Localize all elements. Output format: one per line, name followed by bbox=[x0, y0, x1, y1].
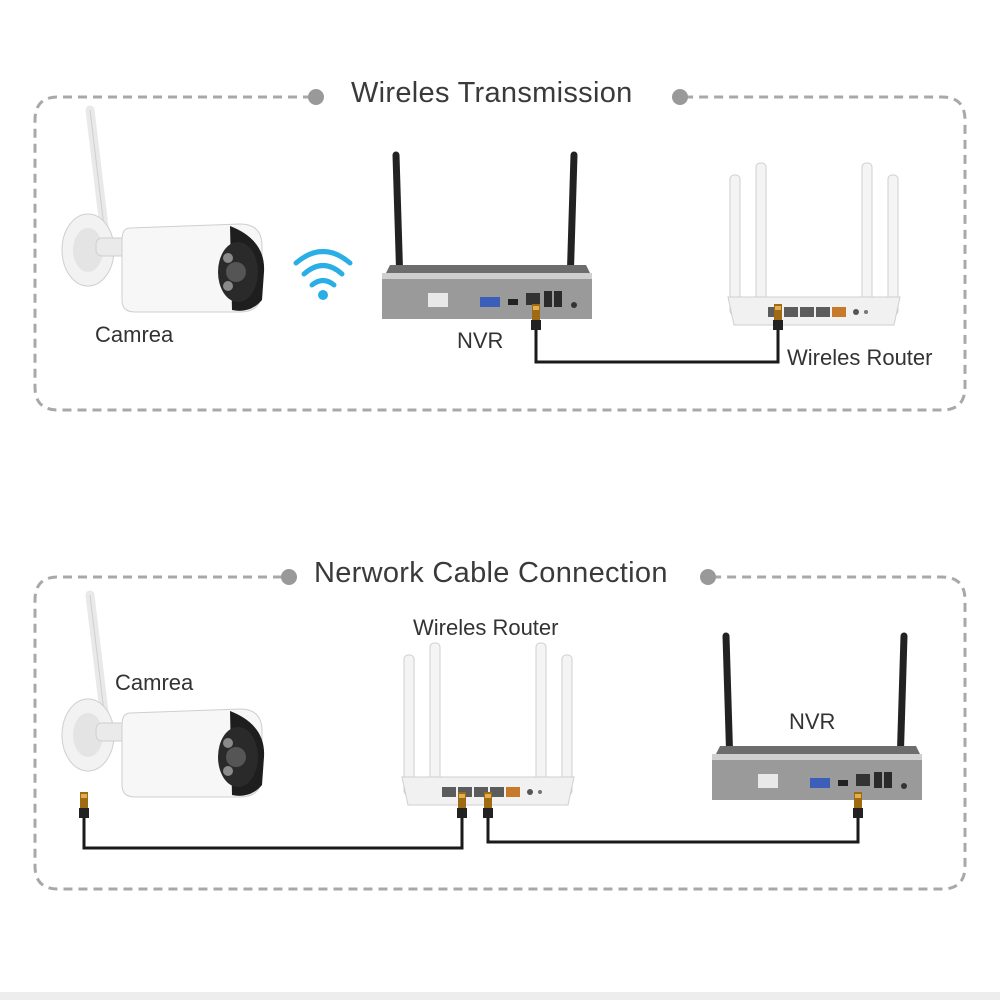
frame-dot-right bbox=[700, 569, 716, 585]
nvr-label: NVR bbox=[457, 328, 504, 353]
cable-section bbox=[33, 569, 967, 891]
wireless-section bbox=[33, 89, 967, 412]
network-cable-icon bbox=[531, 304, 783, 364]
frame-dot-right bbox=[672, 89, 688, 105]
camera-icon bbox=[62, 595, 264, 797]
wifi-icon bbox=[293, 249, 353, 300]
camera-label: Camrea bbox=[115, 670, 194, 695]
section-title-wireless: Wireles Transmission bbox=[341, 77, 643, 110]
network-cable-icon bbox=[483, 792, 863, 844]
router-icon bbox=[727, 162, 901, 326]
camera-label: Camrea bbox=[95, 322, 174, 347]
network-cable-icon bbox=[79, 792, 467, 850]
router-label: Wireles Router bbox=[787, 345, 933, 370]
section-title-cable: Nerwork Cable Connection bbox=[304, 557, 678, 590]
page-bottom-edge bbox=[0, 992, 1000, 1000]
router-label: Wireles Router bbox=[413, 615, 559, 640]
frame-dot-left bbox=[308, 89, 324, 105]
nvr-icon bbox=[382, 155, 592, 319]
router-icon bbox=[401, 642, 575, 806]
nvr-label: NVR bbox=[789, 709, 836, 734]
camera-icon bbox=[62, 110, 264, 312]
frame-dot-left bbox=[281, 569, 297, 585]
